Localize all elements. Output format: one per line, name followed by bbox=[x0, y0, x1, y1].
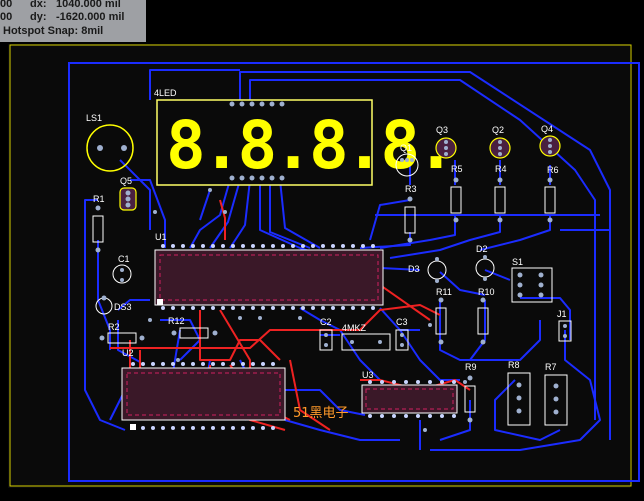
switch-s1[interactable]: S1 bbox=[511, 257, 553, 303]
transistor-q3[interactable]: Q3 bbox=[435, 125, 457, 159]
r5-label: R5 bbox=[451, 164, 463, 174]
ic-u1[interactable]: U1 bbox=[154, 232, 384, 310]
d3-label: D3 bbox=[408, 264, 420, 274]
capacitor-c3[interactable]: C3 bbox=[395, 317, 409, 351]
transistor-q5[interactable]: Q5 bbox=[119, 176, 137, 211]
trimmer-r7[interactable]: R7 bbox=[544, 362, 568, 426]
crystal-4mkz[interactable]: 4MKZ bbox=[341, 323, 391, 351]
y-coordinate-tail: 00 bbox=[0, 11, 13, 23]
led-display-4led[interactable]: 4LED 8.8.8.8. bbox=[154, 88, 456, 186]
ds3-label: DS3 bbox=[114, 302, 132, 312]
r12-label: R12 bbox=[168, 316, 185, 326]
trimmer-r8[interactable]: R8 bbox=[507, 360, 531, 426]
resistor-r12[interactable]: R12 bbox=[168, 316, 218, 339]
u2-label: U2 bbox=[122, 348, 134, 358]
vias bbox=[148, 188, 467, 432]
resistor-r10[interactable]: R10 bbox=[477, 287, 495, 345]
q2-label: Q2 bbox=[492, 125, 504, 135]
dx-label: dx: bbox=[30, 0, 47, 10]
u2-pins bbox=[131, 362, 275, 430]
ls1-label: LS1 bbox=[86, 113, 102, 123]
buzzer-ls1[interactable]: LS1 bbox=[86, 113, 134, 172]
jumper-j1[interactable]: J1 bbox=[557, 309, 572, 342]
resistor-r4[interactable]: R4 bbox=[494, 164, 507, 223]
r4-label: R4 bbox=[495, 164, 507, 174]
q5-label: Q5 bbox=[120, 176, 132, 186]
r2-label: R2 bbox=[108, 322, 120, 332]
r9-label: R9 bbox=[465, 362, 477, 372]
seven-segment-digits: 8.8.8.8. bbox=[166, 107, 452, 184]
capacitor-c2[interactable]: C2 bbox=[319, 317, 333, 351]
hotspot-snap-status: Hotspot Snap: 8mil bbox=[3, 25, 104, 37]
brand-silkscreen-text: 51黑电子 bbox=[293, 406, 349, 421]
c3-label: C3 bbox=[396, 317, 408, 327]
ic-u3[interactable]: U3 bbox=[361, 370, 458, 418]
q4-label: Q4 bbox=[541, 124, 553, 134]
crystal-label: 4MKZ bbox=[342, 323, 367, 333]
x-coordinate-tail: 00 bbox=[0, 0, 13, 10]
transistor-q2[interactable]: Q2 bbox=[489, 125, 511, 159]
resistor-r11[interactable]: R11 bbox=[435, 287, 452, 345]
r3-label: R3 bbox=[405, 184, 417, 194]
dy-value: -1620.000 mil bbox=[56, 11, 125, 23]
d2-label: D2 bbox=[476, 244, 488, 254]
u3-label: U3 bbox=[362, 370, 374, 380]
transistor-q1[interactable]: Q1 bbox=[395, 143, 419, 177]
resistor-r9[interactable]: R9 bbox=[464, 362, 477, 423]
ground-ring-trace bbox=[68, 62, 640, 482]
resistor-r5[interactable]: R5 bbox=[450, 164, 463, 223]
u1-pins bbox=[161, 244, 375, 310]
j1-label: J1 bbox=[557, 309, 567, 319]
coordinate-readout-panel: 00 dx: 1040.000 mil 00 dy: -1620.000 mil… bbox=[0, 0, 146, 42]
c1-label: C1 bbox=[118, 254, 130, 264]
u1-label: U1 bbox=[155, 232, 167, 242]
q3-label: Q3 bbox=[436, 125, 448, 135]
r1-label: R1 bbox=[93, 194, 105, 204]
transistor-q4[interactable]: Q4 bbox=[539, 124, 561, 157]
r11-label: R11 bbox=[436, 287, 452, 297]
led-ds3[interactable]: DS3 bbox=[95, 295, 132, 315]
resistor-r6[interactable]: R6 bbox=[544, 165, 559, 223]
led-d3[interactable]: D3 bbox=[408, 257, 447, 283]
r7-label: R7 bbox=[545, 362, 557, 372]
led-display-pads bbox=[229, 101, 285, 181]
ic-u2[interactable]: U2 bbox=[121, 348, 286, 430]
resistor-r1[interactable]: R1 bbox=[92, 194, 105, 253]
led-display-label: 4LED bbox=[154, 88, 177, 98]
r10-label: R10 bbox=[478, 287, 495, 297]
resistor-r2[interactable]: R2 bbox=[99, 322, 145, 344]
dy-label: dy: bbox=[30, 11, 47, 23]
board-outline bbox=[9, 44, 632, 487]
u3-pins bbox=[368, 380, 456, 418]
q1-label: Q1 bbox=[400, 143, 412, 153]
r6-label: R6 bbox=[547, 165, 559, 175]
led-d2[interactable]: D2 bbox=[475, 244, 495, 281]
s1-label: S1 bbox=[512, 257, 523, 267]
c2-label: C2 bbox=[320, 317, 332, 327]
r8-label: R8 bbox=[508, 360, 520, 370]
resistor-r3[interactable]: R3 bbox=[404, 184, 417, 243]
dx-value: 1040.000 mil bbox=[56, 0, 121, 10]
capacitor-c1[interactable]: C1 bbox=[112, 254, 132, 284]
